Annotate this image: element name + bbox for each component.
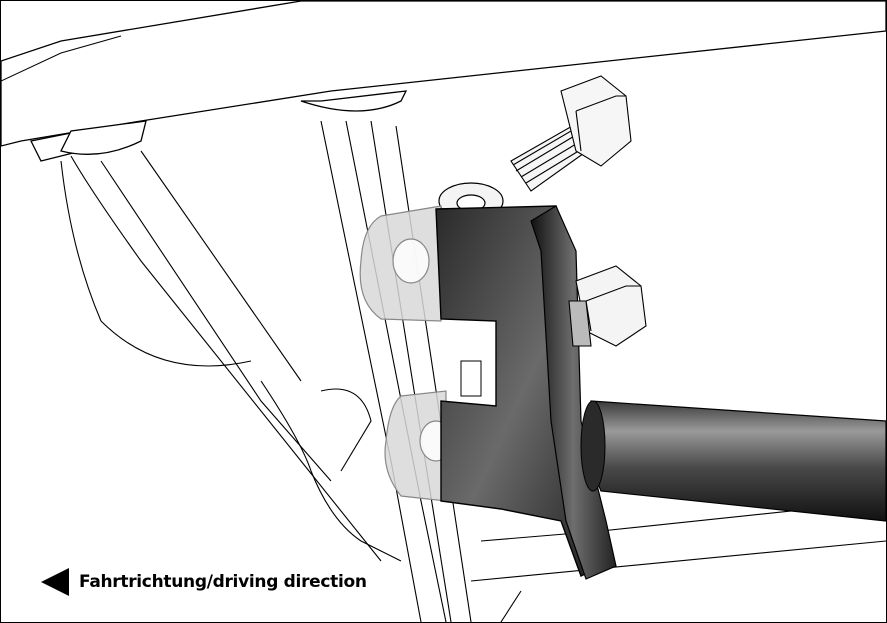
bolt-top — [510, 75, 632, 192]
rod — [580, 400, 886, 522]
frame-beam — [1, 1, 886, 162]
driving-direction-label: Fahrtrichtung/driving direction — [79, 572, 367, 592]
driving-direction-caption: Fahrtrichtung/driving direction — [41, 567, 367, 597]
arrow-left-icon — [41, 568, 69, 596]
frame-tubes — [60, 120, 886, 622]
bolt-lower — [568, 265, 647, 347]
bracket-plate — [435, 205, 617, 580]
